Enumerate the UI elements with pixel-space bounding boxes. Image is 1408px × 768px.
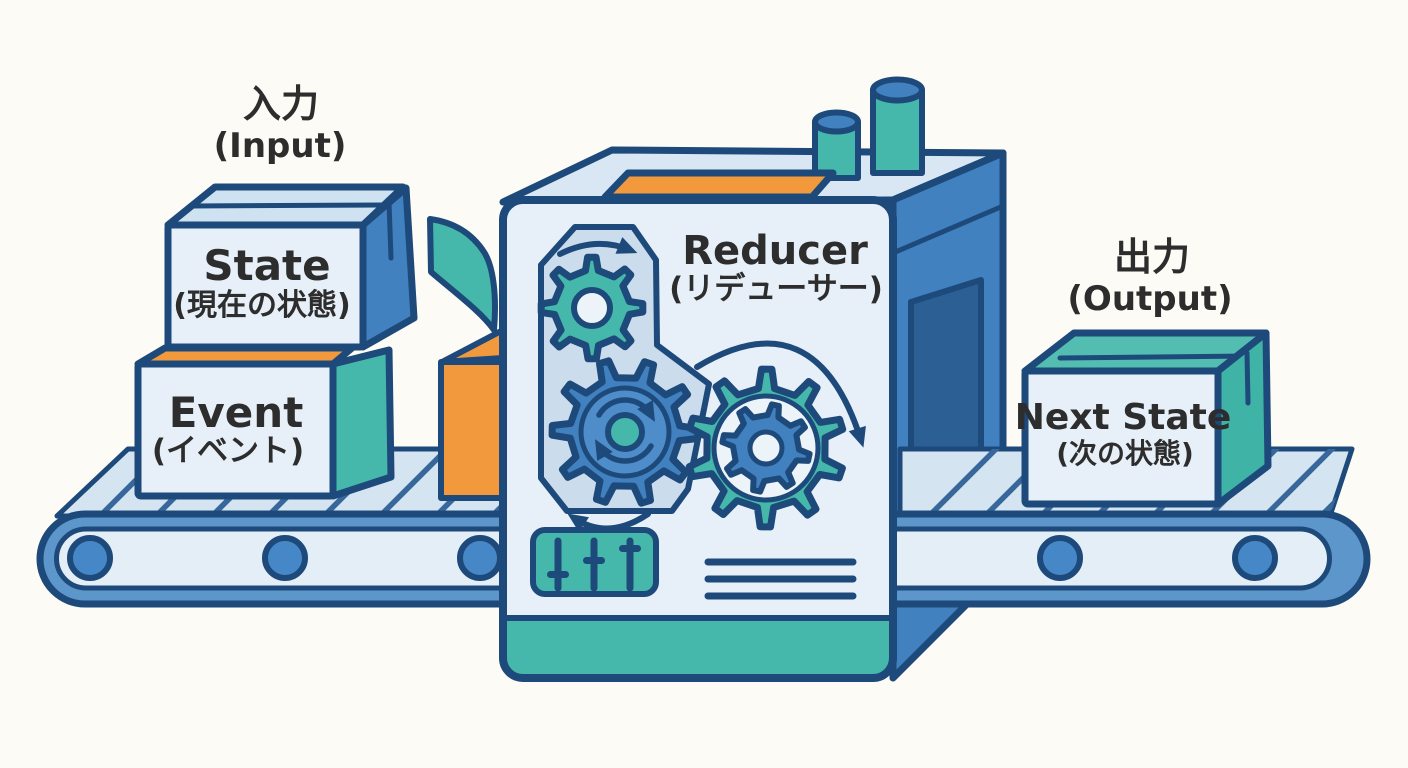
roller-icon xyxy=(67,535,113,581)
next-state-box-seam xyxy=(1057,353,1253,361)
state-box: State (現在の状態) xyxy=(164,183,418,351)
chimney-icon xyxy=(812,109,861,181)
gear-hole xyxy=(747,429,785,467)
roller-icon xyxy=(262,535,308,581)
machine-side-seam xyxy=(890,203,1006,256)
input-heading-jp: 入力 xyxy=(243,82,319,126)
roller-icon xyxy=(1037,535,1083,581)
state-box-title: State xyxy=(203,241,330,290)
swoosh-arrow-icon xyxy=(427,216,498,333)
machine-front: Reducer (リデューサー) xyxy=(499,196,897,682)
rotation-arrow-icon xyxy=(694,340,866,448)
incoming-box-top xyxy=(439,327,506,365)
machine-title: Reducer xyxy=(682,228,868,274)
state-box-seam xyxy=(187,202,391,209)
event-box-side xyxy=(329,346,395,500)
roller-icon xyxy=(1232,535,1278,581)
state-box-front xyxy=(164,221,367,351)
machine-vent-lines xyxy=(704,558,857,600)
sliders-icon xyxy=(530,527,659,597)
output-heading-jp: 出力 xyxy=(1114,235,1190,279)
right-belt-inner xyxy=(890,526,1332,591)
machine-front-border xyxy=(499,196,897,682)
output-heading-en: (Output) xyxy=(1067,279,1232,319)
event-box-subtitle: (イベント) xyxy=(152,433,304,469)
incoming-box-front xyxy=(438,359,506,501)
rotation-arrow-icon xyxy=(557,237,638,257)
gear-hub xyxy=(605,412,645,452)
headings: 入力 (Input) 出力 (Output) xyxy=(214,82,1233,319)
event-box: Event (イベント) xyxy=(134,344,395,500)
next-state-box-front xyxy=(1021,367,1222,508)
next-state-box-tape xyxy=(1244,350,1251,406)
next-state-box: Next State (次の状態) xyxy=(1015,329,1272,508)
input-heading-en: (Input) xyxy=(214,126,347,166)
rotation-arrow-icon xyxy=(595,439,654,464)
event-box-title: Event xyxy=(169,388,304,437)
machine-input-slot xyxy=(601,169,837,201)
state-box-tape xyxy=(386,199,394,261)
state-box-subtitle: (現在の状態) xyxy=(173,288,350,323)
roller-icon xyxy=(457,535,503,581)
machine-base xyxy=(500,615,896,681)
machine-subtitle: (リデューサー) xyxy=(669,271,883,307)
rotation-arrow-icon xyxy=(596,397,655,422)
next-state-box-title: Next State xyxy=(1015,397,1232,438)
incoming-box xyxy=(438,327,506,501)
next-state-box-subtitle: (次の状態) xyxy=(1056,437,1194,470)
gear-hole xyxy=(571,287,613,329)
event-box-front xyxy=(134,360,337,500)
chimney-icon xyxy=(870,76,925,176)
